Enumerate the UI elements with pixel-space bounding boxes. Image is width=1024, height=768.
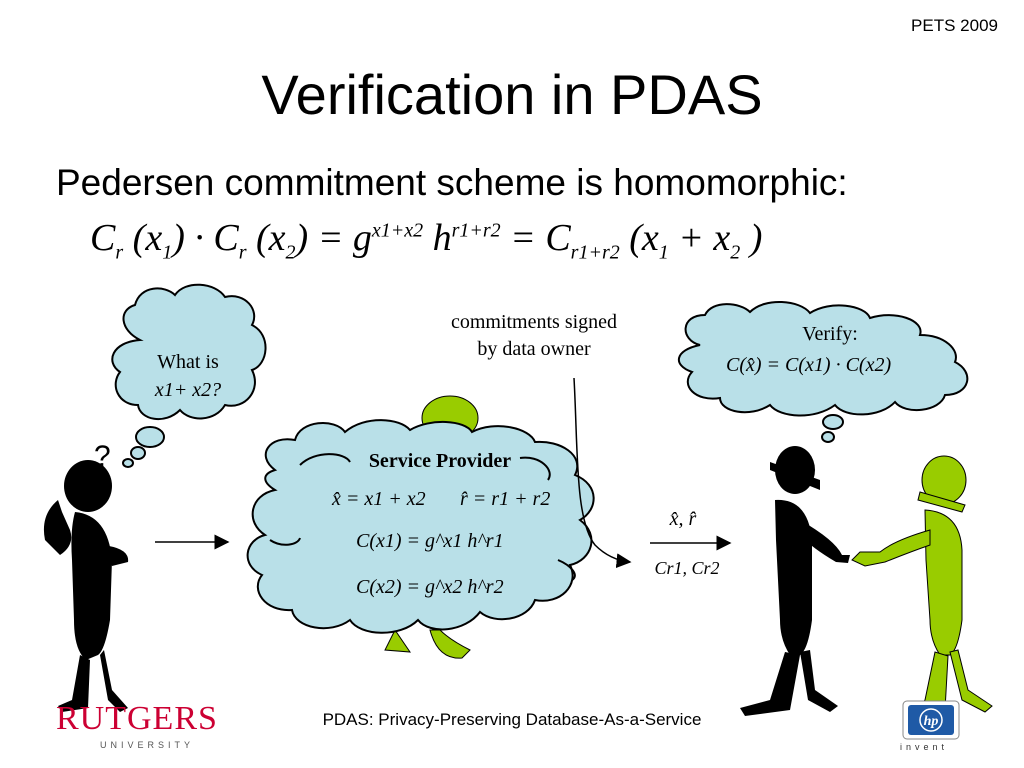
left-person-figure	[43, 460, 129, 712]
sp-formula-commit-1: C(x1) = g^x1 h^r1	[356, 530, 504, 552]
rutgers-logo-subtitle: UNIVERSITY	[100, 740, 195, 750]
verify-cloud	[678, 300, 969, 443]
service-provider-title: Service Provider	[368, 450, 512, 472]
question-mark: ?	[94, 440, 111, 473]
arrow-signed-commitments	[573, 377, 632, 569]
sp-formula-r-hat: r̂ = r1 + r2	[460, 488, 551, 510]
sp-formula-commit-2: C(x2) = g^x2 h^r2	[356, 576, 504, 598]
svg-text:hp: hp	[924, 714, 939, 729]
footer-caption: PDAS: Privacy-Preserving Database-As-a-S…	[322, 710, 702, 729]
rutgers-logo: RUTGERS	[56, 700, 218, 737]
conference-label: PETS 2009	[911, 16, 998, 35]
signed-commitments-note: commitments signed by data owner	[418, 309, 650, 363]
verify-formula: C(x̂) = C(x1) · C(x2)	[726, 354, 892, 376]
note-line-2: by data owner	[477, 338, 591, 360]
hp-logo: hp	[902, 700, 960, 740]
right-green-person-figure	[851, 455, 993, 717]
verify-label: Verify:	[802, 323, 858, 345]
thought-cloud	[111, 283, 267, 468]
thought-line-2: x1+ x2?	[154, 379, 222, 401]
service-provider-cloud	[246, 419, 595, 634]
right-black-person-figure	[740, 446, 850, 716]
sp-formula-x-hat: x̂ = x1 + x2	[332, 488, 426, 510]
note-line-1: commitments signed	[450, 311, 618, 333]
thought-text: What is x1+ x2?	[128, 348, 248, 404]
transfer-commitments: Cr1, Cr2	[654, 558, 720, 578]
slide-title: Verification in PDAS	[261, 63, 763, 126]
hp-logo-subtitle: invent	[900, 742, 949, 752]
slide-subtitle: Pedersen commitment scheme is homomorphi…	[56, 162, 848, 203]
thought-line-1: What is	[157, 351, 219, 373]
homomorphic-formula: Cr (x1) · Cr (x2) = gx1+x2 hr1+r2 = Cr1+…	[90, 217, 763, 264]
transfer-values: x̂, r̂	[669, 508, 697, 530]
